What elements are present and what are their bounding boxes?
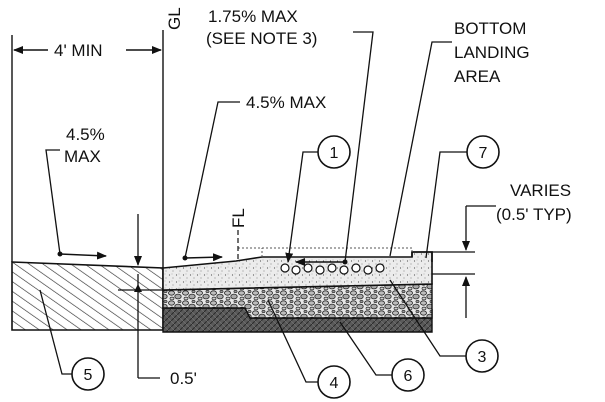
landing-aggregate-row xyxy=(280,263,385,275)
slope-max-leader xyxy=(344,31,374,263)
svg-text:3: 3 xyxy=(478,349,487,366)
svg-text:7: 7 xyxy=(479,145,488,162)
callout-4: 4 xyxy=(267,299,351,399)
svg-text:6: 6 xyxy=(404,368,413,385)
slope-max-label: 1.75% MAX xyxy=(208,7,298,26)
gutter-slope-arrow xyxy=(184,253,223,262)
svg-text:4: 4 xyxy=(330,375,339,392)
callout-5: 6 xyxy=(339,321,425,392)
gl-label: GL xyxy=(165,7,184,30)
slope-note-label: (SEE NOTE 3) xyxy=(206,29,317,48)
callout-6: 7 xyxy=(425,135,500,259)
half-foot-dim-arrowhead xyxy=(134,284,142,292)
landing-label-line2: LANDING xyxy=(454,43,530,62)
landing-label-line3: AREA xyxy=(454,67,501,86)
callout-1: 1 xyxy=(285,135,351,263)
four-foot-min-label: 4' MIN xyxy=(54,41,103,60)
street-slope-label: 4.5% xyxy=(66,125,105,144)
varies-label: VARIES xyxy=(510,181,571,200)
varies-typ-label: (0.5' TYP) xyxy=(496,205,572,224)
four-foot-min-dimension: 4' MIN xyxy=(13,41,162,60)
street-slope-label-2: MAX xyxy=(64,147,101,166)
callout-7: 5 xyxy=(39,289,105,391)
fl-label: FL xyxy=(229,208,248,228)
landing-leader xyxy=(389,41,452,257)
gutter-slope-label: 4.5% MAX xyxy=(246,93,326,112)
ramp-section xyxy=(162,251,433,333)
svg-text:1: 1 xyxy=(330,145,339,162)
callout-3: 3 xyxy=(389,279,499,373)
gutter-slope-leader xyxy=(184,101,240,259)
street-slope-leader xyxy=(45,149,61,255)
svg-text:5: 5 xyxy=(84,367,93,384)
half-foot-label: 0.5' xyxy=(170,369,197,388)
asphalt-pavement xyxy=(11,261,164,331)
landing-label-line1: BOTTOM xyxy=(454,19,526,38)
street-slope-arrow xyxy=(59,251,107,260)
ramp-grade-dotted-line xyxy=(238,247,413,252)
